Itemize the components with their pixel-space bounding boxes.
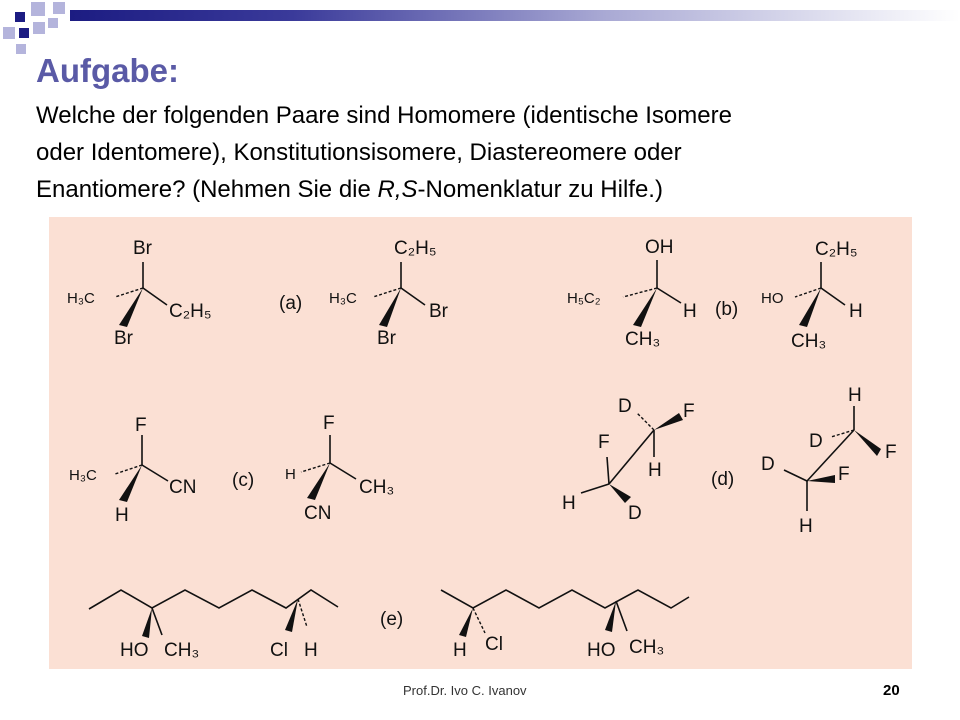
question-line: Enantiomere? (Nehmen Sie die R,S-Nomenkl… [36,171,916,208]
decor-square [33,22,45,34]
atom-label: H₃C [67,290,95,307]
structures-svg: Br H₃C C₂H₅ Br (a) C₂H₅ H₃C Br Br OH H₅C… [67,237,897,661]
question-line: Welche der folgenden Paare sind Homomere… [36,102,732,129]
footer-author: Prof.Dr. Ivo C. Ivanov [403,683,527,698]
decor-square [53,2,65,14]
question-line-text: -Nomenklatur zu Hilfe.) [417,176,663,203]
atom-label: H₅C₂ [567,290,601,307]
molecule-c2: F H CH₃ CN [285,413,394,524]
atom-label: CN [169,477,196,498]
molecule-b2: C₂H₅ HO H CH₃ [761,239,863,352]
atom-label: Br [114,328,134,349]
atom-label: F [598,432,610,453]
decor-square [3,27,15,39]
decor-square [15,12,25,22]
atom-label: HO [120,640,149,661]
atom-label: Br [429,301,449,322]
atom-label: F [838,464,850,485]
decor-square [19,28,29,38]
atom-label: H [304,640,318,661]
pair-label-d: (d) [711,469,734,490]
atom-label: CH₃ [359,477,394,498]
atom-label: HO [761,290,784,307]
atom-label: H [285,466,296,483]
page-number: 20 [883,682,900,699]
title-bar-gradient [70,10,960,21]
atom-label: D [761,454,775,475]
rs-italic: R,S [377,176,418,203]
question-line-text: Enantiomere? (Nehmen Sie die [36,176,378,203]
molecule-d2: H D F D F H [761,385,897,537]
structures-figure: Br H₃C C₂H₅ Br (a) C₂H₅ H₃C Br Br OH H₅C… [49,217,912,669]
atom-label: Cl [485,634,503,655]
decor-square [48,18,58,28]
atom-label: F [135,415,147,436]
atom-label: C₂H₅ [394,238,436,259]
decor-square [31,2,45,16]
atom-label: F [885,442,897,463]
atom-label: H [849,301,863,322]
atom-label: CH₃ [791,331,826,352]
pair-label-e: (e) [380,609,403,630]
molecule-e2: H Cl HO CH₃ [440,589,690,661]
atom-label: H [453,640,467,661]
atom-label: D [618,396,632,417]
atom-label: Br [133,238,153,259]
pair-label-b: (b) [715,299,738,320]
molecule-b1: OH H₅C₂ H CH₃ [567,237,697,350]
atom-label: F [683,401,695,422]
atom-label: C₂H₅ [815,239,857,260]
atom-label: H [848,385,862,406]
pair-label-a: (a) [279,293,302,314]
atom-label: H [683,301,697,322]
atom-label: C₂H₅ [169,301,211,322]
molecule-d1: D F F H H D [562,396,695,524]
molecule-a2: C₂H₅ H₃C Br Br [329,238,449,349]
molecule-c1: F H₃C CN H [69,415,196,526]
atom-label: H [799,516,813,537]
decor-square [16,44,26,54]
atom-label: OH [645,237,674,258]
atom-label: CH₃ [625,329,660,350]
atom-label: D [809,431,823,452]
molecule-e1: HO CH₃ Cl H [88,589,339,661]
atom-label: F [323,413,335,434]
atom-label: Cl [270,640,288,661]
question-line: oder Identomere), Konstitutionsisomere, … [36,139,682,166]
atom-label: H₃C [69,467,97,484]
atom-label: Br [377,328,397,349]
atom-label: CH₃ [164,640,199,661]
atom-label: H [648,460,662,481]
slide-title: Aufgabe: [36,52,179,89]
molecule-a1: Br H₃C C₂H₅ Br [67,238,211,349]
atom-label: H [115,505,129,526]
atom-label: CH₃ [629,637,664,658]
question-text: Welche der folgenden Paare sind Homomere… [36,97,916,208]
atom-label: HO [587,640,616,661]
atom-label: H [562,493,576,514]
atom-label: H₃C [329,290,357,307]
pair-label-c: (c) [232,470,254,491]
atom-label: D [628,503,642,524]
atom-label: CN [304,503,331,524]
